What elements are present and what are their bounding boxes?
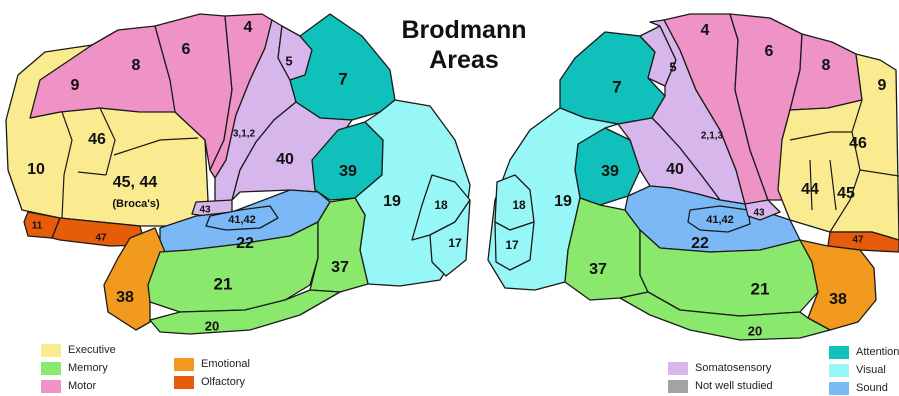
label-right-41-42: 41,42 [706,214,734,226]
legend-item-executive: Executive [41,343,116,357]
legend-item-somatosensory: Somatosensory [668,361,771,375]
label-left-43: 43 [199,205,211,216]
label-left-18: 18 [434,198,448,212]
label-left-9: 9 [71,77,80,94]
legend-label: Motor [68,380,96,392]
legend-item-visual: Visual [829,363,886,377]
swatch-memory [41,362,61,375]
swatch-visual [829,364,849,377]
label-right-22: 22 [691,235,709,252]
label-left-8: 8 [132,57,141,74]
title-line-2: Areas [429,46,499,74]
label-right-17: 17 [505,238,519,252]
legend-label: Visual [856,364,886,376]
label-right-20: 20 [748,323,762,338]
legend-label: Memory [68,362,108,374]
label-right-5: 5 [669,59,676,74]
label-left-10: 10 [27,161,45,178]
label-left-39: 39 [339,163,357,180]
label-left-4: 4 [244,19,253,36]
label-left-21: 21 [214,274,233,293]
label-right-2-1-3: 2,1,3 [701,131,724,142]
legend-item-emotional: Emotional [174,357,250,371]
title-line-1: Brodmann [402,16,527,44]
label-right-45: 45 [837,185,855,202]
left-hemisphere [6,14,470,334]
label-left-46: 46 [88,131,106,148]
label-left-17: 17 [448,236,462,250]
legend-item-memory: Memory [41,361,108,375]
legend-item-not-well-studied: Not well studied [668,379,773,393]
legend-label: Sound [856,382,888,394]
swatch-somatosensory [668,362,688,375]
label-left-6: 6 [182,41,191,58]
label-left-47: 47 [95,233,107,244]
label-right-7: 7 [612,77,621,96]
label-left-19: 19 [383,193,401,210]
swatch-olfactory [174,376,194,389]
label-right-19: 19 [554,193,572,210]
label-left-3-1-2: 3,1,2 [233,129,256,140]
label-left-37: 37 [331,259,349,276]
left-area-8 [30,26,178,118]
label-left-7: 7 [338,69,347,88]
label-left-22: 22 [236,235,254,252]
swatch-attention [829,346,849,359]
label-right-18: 18 [512,198,526,212]
legend-label: Olfactory [201,376,245,388]
legend-item-motor: Motor [41,379,96,393]
label-left-38: 38 [116,289,134,306]
label-right-9: 9 [878,77,887,94]
label-right-6: 6 [765,43,774,60]
swatch-executive [41,344,61,357]
swatch-motor [41,380,61,393]
label-left-40: 40 [276,151,294,168]
label-left-5: 5 [285,53,292,68]
label-right-47: 47 [852,235,864,246]
legend-label: Emotional [201,358,250,370]
label-right-43: 43 [753,208,765,219]
label-right-44: 44 [801,181,819,198]
label-left-45-44: 45, 44 [113,174,158,191]
label-right-37: 37 [589,261,607,278]
label-left-41-42: 41,42 [228,214,256,226]
swatch-emotional [174,358,194,371]
label-right-21: 21 [751,279,770,298]
legend-item-sound: Sound [829,381,888,395]
label-right-38: 38 [829,291,847,308]
label-right-8: 8 [822,57,831,74]
label-right-40: 40 [666,161,684,178]
swatch-sound [829,382,849,395]
label-right-4: 4 [701,22,710,39]
label-right-39: 39 [601,163,619,180]
legend-item-olfactory: Olfactory [174,375,245,389]
legend-item-attention: Attention [829,345,899,359]
legend-label: Not well studied [695,380,773,392]
label-left-20: 20 [205,318,219,333]
legend-label: Attention [856,346,899,358]
swatch-not-well-studied [668,380,688,393]
label-left-11: 11 [32,221,43,232]
label-right-46: 46 [849,135,867,152]
label-left-broca: (Broca's) [112,198,160,210]
legend-label: Somatosensory [695,362,771,374]
legend-label: Executive [68,344,116,356]
